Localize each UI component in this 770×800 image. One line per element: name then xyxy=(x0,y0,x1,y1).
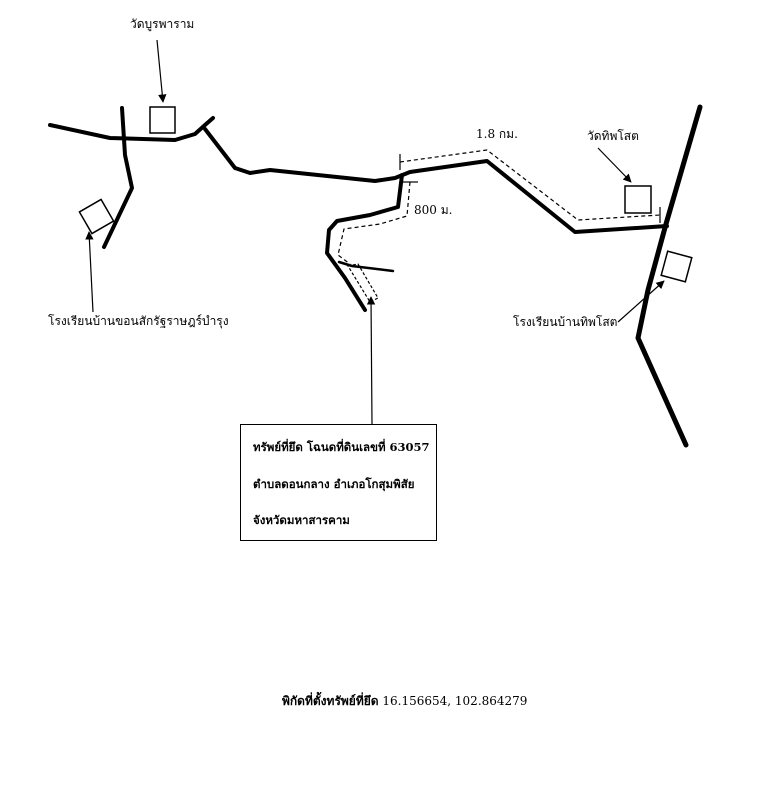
coordinates-caption: พิกัดที่ตั้งทรัพย์ที่ยึด 16.156654, 102.… xyxy=(282,694,527,708)
arrow-temple-right xyxy=(597,147,632,183)
arrow-property xyxy=(366,296,376,425)
left-side-road xyxy=(102,106,134,249)
property-outline xyxy=(347,263,379,303)
coordinates-value: 16.156654, 102.864279 xyxy=(382,694,528,708)
coordinates-label: พิกัดที่ตั้งทรัพย์ที่ยึด xyxy=(282,694,379,708)
temple-top-label: วัดบูรพาราม xyxy=(130,17,195,31)
property-line-1: ทรัพย์ที่ยึด โฉนดที่ดินเลขที่ 63057 xyxy=(253,440,430,454)
dashed-route-1 xyxy=(399,149,661,221)
branch-road xyxy=(325,173,404,312)
main-road-east xyxy=(203,127,669,234)
temple-top-building xyxy=(149,106,176,134)
school-left-label: โรงเรียนบ้านขอนสักรัฐราษฎร์บำรุง xyxy=(48,314,229,328)
temple-right-label: วัดทิพโสต xyxy=(587,129,639,143)
highway-right xyxy=(635,104,703,448)
distance-2-label: 800 ม. xyxy=(414,203,453,217)
temple-right-building xyxy=(624,185,652,214)
dashed-route-2 xyxy=(337,181,411,265)
property-info-box: ทรัพย์ที่ยึด โฉนดที่ดินเลขที่ 63057 ตำบล… xyxy=(240,424,437,541)
property-line-2: ตำบลดอนกลาง อำเภอโกสุมพิสัย xyxy=(253,477,415,491)
school-right-label: โรงเรียนบ้านทิพโสต xyxy=(513,315,618,329)
school-right-building xyxy=(660,250,693,283)
school-left-building xyxy=(78,198,115,235)
property-line-3: จังหวัดมหาสารคาม xyxy=(253,513,350,527)
arrow-school-left xyxy=(85,231,94,313)
property-side-road xyxy=(337,260,395,273)
main-road xyxy=(48,116,215,142)
arrow-temple-top xyxy=(156,39,167,103)
distance-1-label: 1.8 กม. xyxy=(476,127,518,141)
arrow-school-right xyxy=(617,280,665,323)
